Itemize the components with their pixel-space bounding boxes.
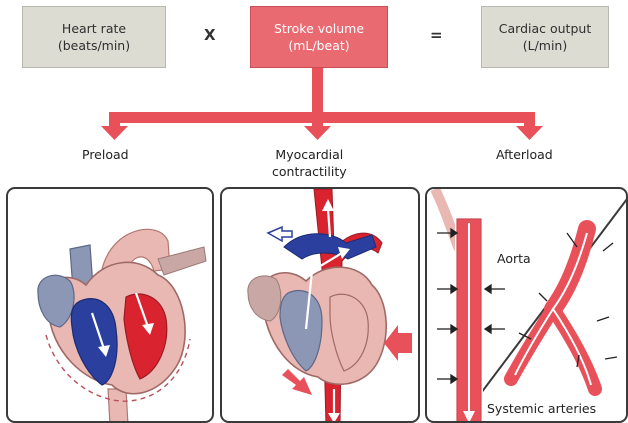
right-ventricle — [71, 299, 117, 385]
artery-arrow-4 — [597, 317, 609, 321]
right-atrium — [38, 275, 74, 327]
branch-connector — [0, 0, 628, 150]
contractility-panel — [220, 187, 420, 423]
artery-arrow-3 — [539, 293, 547, 301]
contractility-label: Myocardial contractility — [272, 146, 347, 180]
artery-arrow-6 — [605, 357, 617, 359]
artery-trunk — [553, 229, 587, 309]
left-atrium — [248, 276, 281, 321]
preload-panel — [6, 187, 214, 423]
preload-arrowhead — [101, 126, 128, 140]
preload-label: Preload — [82, 146, 129, 163]
contractility-heart-illustration — [222, 189, 420, 423]
contractility-arrowhead — [304, 126, 331, 140]
connector-left-drop — [109, 112, 120, 128]
connector-middle-drop — [312, 112, 323, 128]
afterload-panel: Aorta Systemic arteries — [425, 187, 628, 423]
afterload-label: Afterload — [496, 146, 553, 163]
aorta-label: Aorta — [497, 251, 531, 266]
systemic-arteries-label: Systemic arteries — [487, 401, 596, 416]
inferior-vena-cava — [108, 389, 128, 423]
squeeze-arrow-right — [384, 325, 412, 361]
afterload-vessels-illustration — [427, 189, 628, 423]
venous-return-arrow — [268, 227, 292, 241]
connector-right-drop — [524, 112, 535, 128]
afterload-arrowhead — [516, 126, 543, 140]
preload-heart-illustration — [8, 189, 214, 423]
artery-arrow-2 — [603, 243, 613, 251]
